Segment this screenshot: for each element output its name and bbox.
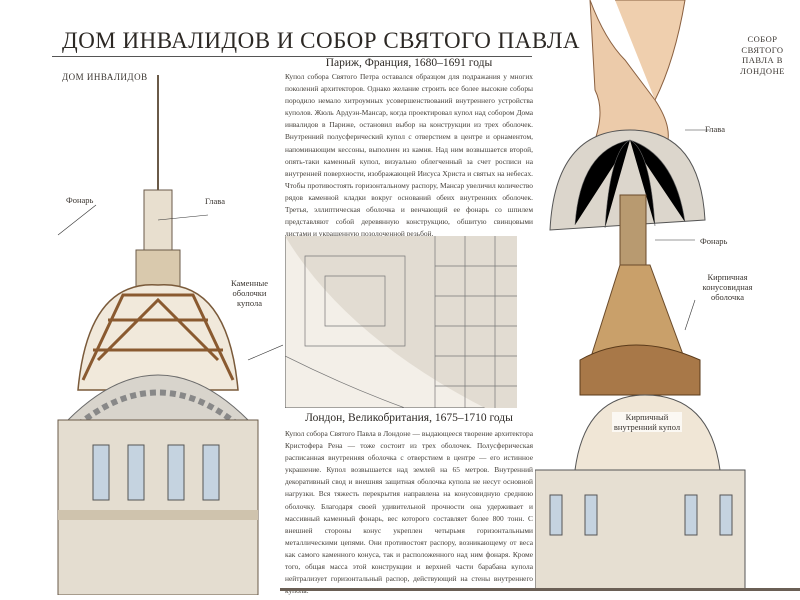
paris-heading: Париж, Франция, 1680–1691 годы [325,57,493,69]
section-label-st-pauls: СОБОР СВЯТОГО ПАВЛА В ЛОНДОНЕ [740,34,785,76]
title-divider [52,56,532,57]
london-text: Купол собора Святого Павла в Лондоне — в… [285,429,533,595]
section-label-invalides: ДОМ ИНВАЛИДОВ [62,72,148,82]
london-heading: Лондон, Великобритания, 1675–1710 годы [305,412,513,424]
masonry-detail-illustration [285,236,517,408]
invalides-dome-illustration [57,75,283,595]
label-head: Глава [205,196,225,206]
label-brick-inner-dome: Кирпичный внутренний купол [612,412,682,432]
st-pauls-dome-illustration [535,0,746,591]
label-lantern: Фонарь [66,195,94,205]
label-brick-cone: Кирпичная конусовидная оболочка [702,272,753,302]
label-head-right: Глава [705,124,725,134]
paris-text: Купол собора Святого Петра оставался обр… [285,72,533,239]
page-edge [280,588,800,591]
label-lantern-right: Фонарь [700,236,728,246]
page-title: ДОМ ИНВАЛИДОВ И СОБОР СВЯТОГО ПАВЛА [62,28,581,53]
label-stone-shells: Каменные оболочки купола [230,278,269,308]
